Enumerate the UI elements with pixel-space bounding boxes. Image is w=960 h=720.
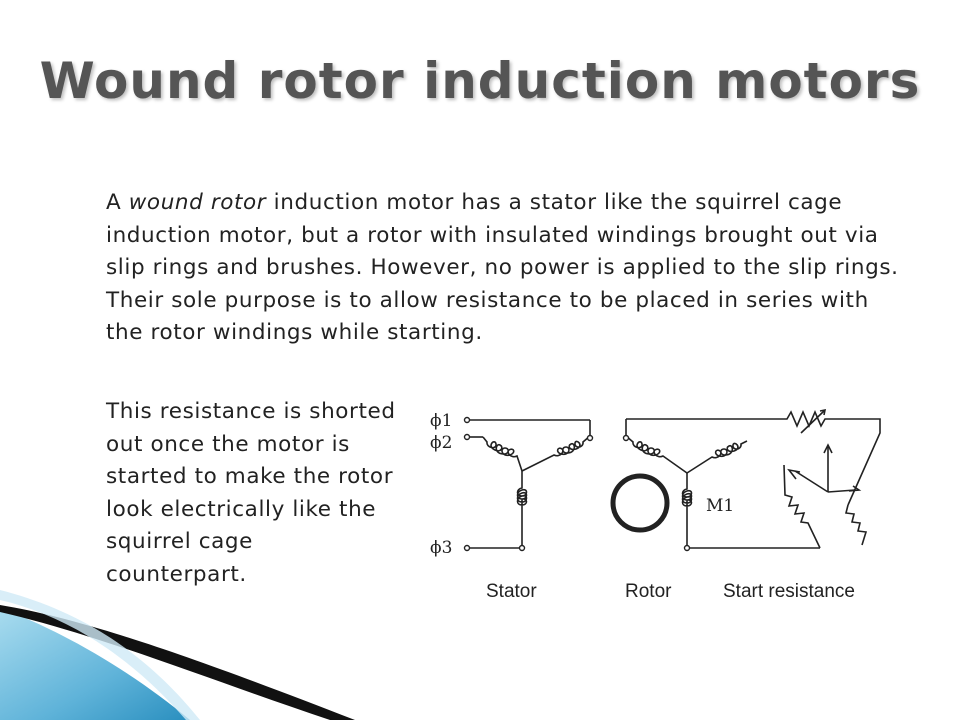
start-resistor-top bbox=[775, 409, 881, 506]
start-resistor-left bbox=[783, 464, 821, 549]
stator-coil-left bbox=[482, 436, 523, 472]
intro-rest: induction motor has a stator like the sq… bbox=[106, 190, 899, 345]
rotor-coil-left bbox=[625, 435, 688, 474]
wound-rotor-circuit-diagram: ϕ1 ϕ2 ϕ3 M1 Stator Rotor Start resistanc… bbox=[430, 408, 881, 602]
rotor-m1-label: M1 bbox=[706, 496, 734, 516]
stator-coil-right bbox=[521, 435, 591, 472]
rotor-coil-right bbox=[686, 440, 748, 474]
stator-caption: Stator bbox=[486, 581, 537, 602]
slide-title: Wound rotor induction motors bbox=[39, 52, 921, 110]
intro-emphasis: wound rotor bbox=[128, 190, 267, 215]
rotor-caption: Rotor bbox=[625, 581, 672, 602]
intro-lead: A bbox=[106, 190, 129, 215]
phase-3-label: ϕ3 bbox=[430, 538, 452, 558]
start-resistance-caption: Start resistance bbox=[723, 581, 855, 602]
rotor-circle bbox=[610, 473, 670, 533]
rotor-coil-bottom bbox=[681, 473, 693, 548]
decorative-swoosh bbox=[0, 590, 355, 720]
intro-paragraph: A wound rotor induction motor has a stat… bbox=[106, 187, 906, 350]
resistance-paragraph: This resistance is shorted out once the … bbox=[106, 399, 396, 587]
stator-coil-bottom bbox=[516, 471, 528, 548]
phase-1-label: ϕ1 bbox=[430, 411, 452, 431]
phase-2-label: ϕ2 bbox=[430, 433, 452, 453]
start-resistor-right bbox=[845, 504, 868, 546]
